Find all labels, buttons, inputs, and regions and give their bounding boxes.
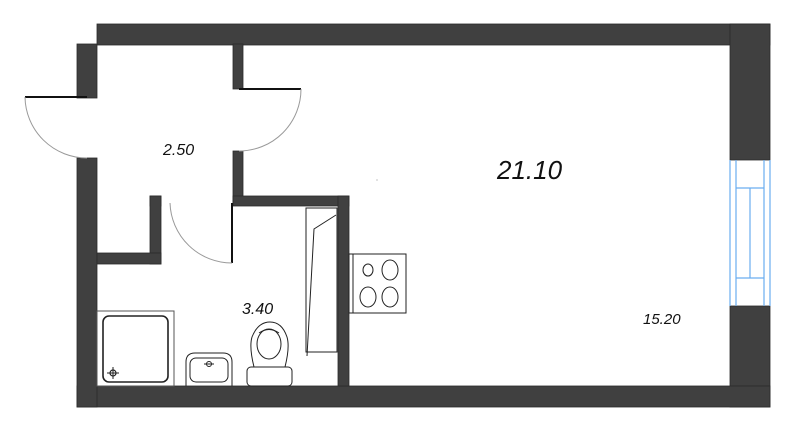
wall-left-lower <box>76 157 98 408</box>
wall-bathroom-right <box>337 195 350 387</box>
wall-top <box>96 23 771 46</box>
window <box>729 160 771 306</box>
hallway-area-label: 2.50 <box>163 142 195 159</box>
wall-right-upper <box>729 23 771 161</box>
bathtub <box>305 207 338 357</box>
stove <box>348 253 407 314</box>
marker-dot <box>376 179 378 181</box>
wall-nook-horizontal <box>96 252 162 265</box>
wall-partition-upper <box>232 43 244 90</box>
room-door <box>238 88 302 152</box>
bathroom-door <box>169 202 233 264</box>
bathroom-area-label: 3.40 <box>242 301 274 318</box>
entrance-door <box>24 96 88 159</box>
wall-left-upper <box>76 43 98 99</box>
wall-bathroom-top <box>232 195 350 207</box>
living-room-area-label: 15.20 <box>643 311 681 328</box>
shower-tray <box>96 310 175 387</box>
wall-bottom <box>76 385 771 408</box>
sink <box>185 352 233 386</box>
total-area-label: 21.10 <box>497 155 563 185</box>
toilet <box>246 321 293 387</box>
walls <box>76 23 771 408</box>
